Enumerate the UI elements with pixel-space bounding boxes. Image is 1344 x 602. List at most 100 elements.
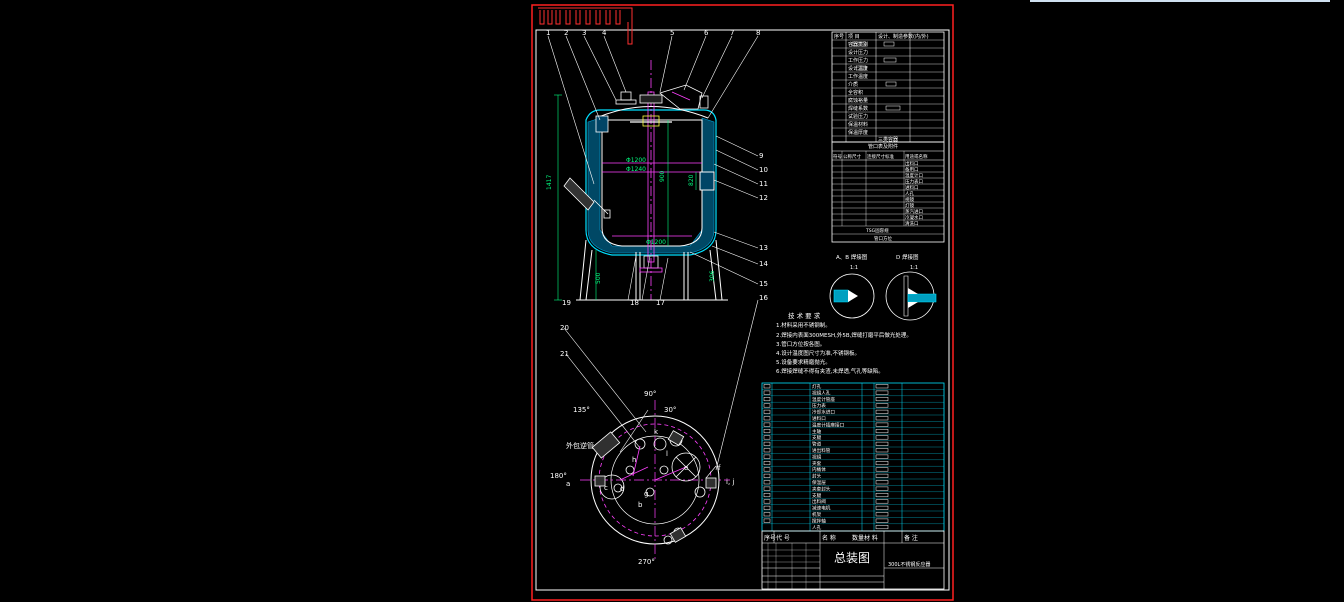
nozzle-header-symbol: 符号 <box>833 153 842 160</box>
tech-req-line-2: 2.焊接内表面300MESH,外5B,焊缝打磨平后做光处理。 <box>776 331 912 339</box>
nozzle-label-ij: i, j <box>726 478 734 486</box>
bom-row-10: 管道 <box>812 441 822 448</box>
weld-right-title: D 焊接图 <box>896 253 919 261</box>
jacket-label: 外包逆管 <box>566 441 594 450</box>
spec-footer: 三类容器 <box>878 136 898 143</box>
bom-row-13: 夹套 <box>812 460 822 467</box>
part-number-19: 19 <box>562 299 571 307</box>
nozzle-label-l: l <box>666 450 668 458</box>
motor-base <box>639 94 663 104</box>
bom-row-9: 支腿 <box>812 434 822 441</box>
sheet-inner-frame <box>535 29 950 591</box>
dim-height-total: 1417 <box>546 175 553 190</box>
dim-820: 820 <box>688 174 695 186</box>
tech-requirements: 技 术 要 求 1.材料采用不锈钢制。 2.焊接内表面300MESH,外5B,焊… <box>776 311 912 375</box>
vessel-legs <box>576 239 728 301</box>
nozzle-footer-2: 管口方位 <box>874 235 892 242</box>
weld-detail-left: A、B 焊接图 1:1 <box>829 253 875 319</box>
tech-req-line-5: 5.设备要求精磨抛光。 <box>776 358 831 366</box>
product-name: 300L不锈钢反应器 <box>888 561 930 568</box>
angle-135: 135° <box>573 406 590 414</box>
spec-row-4: 设计温度 <box>848 65 868 72</box>
nozzle-row-5: 进料口 <box>905 184 919 191</box>
part-number-8: 8 <box>756 29 760 37</box>
nozzle-table-title: 管口表及附件 <box>868 143 898 150</box>
drawing-title: 总装图 <box>834 551 870 565</box>
spec-row-12: 保温厚度 <box>848 129 868 136</box>
part-number-3: 3 <box>582 29 586 37</box>
nozzle-header-size: 公称尺寸 <box>843 153 861 160</box>
part-number-7: 7 <box>730 29 734 37</box>
spec-row-9: 焊缝系数 <box>848 105 868 112</box>
title-header-no: 序号代 号 <box>764 534 790 542</box>
tech-req-line-1: 1.材料采用不锈钢制。 <box>776 321 831 329</box>
spec-row-5: 工作温度 <box>848 73 868 80</box>
title-header-remark: 备 注 <box>904 534 918 542</box>
title-block: 序号代 号 名 称 数量材 料 备 注 总装图 300L不锈钢反应器 <box>761 530 945 590</box>
nozzle-row-11: 清洗口 <box>905 220 919 227</box>
nozzle-header-use: 用途或名称 <box>905 153 928 160</box>
angle-30: 30° <box>664 406 676 414</box>
tech-req-title: 技 术 要 求 <box>788 311 821 320</box>
dim-306: 306 <box>709 270 716 282</box>
top-head <box>595 106 709 119</box>
nozzle-header-std: 连接尺寸标准 <box>867 153 894 160</box>
bom-row-15: 封头 <box>812 473 822 480</box>
part-number-17: 17 <box>656 299 665 307</box>
sheet-outer-frame <box>531 4 954 601</box>
nozzle-label-a: a <box>566 480 570 488</box>
nozzle-footer-1: TSG固容规 <box>865 227 889 234</box>
bom-table: 灯孔 视镜人孔 温度计管座 压力表 冷却水进口 进料口 温度计插座接口 主轴 支… <box>761 382 945 532</box>
bom-row-4: 压力表 <box>812 402 826 409</box>
spec-row-8: 腐蚀裕量 <box>848 97 868 104</box>
dim-diameter-bottom: Φ1200 <box>646 239 666 246</box>
bom-row-1: 灯孔 <box>812 383 822 390</box>
nozzle-row-3: 温度计口 <box>905 172 923 179</box>
bom-row-22: 搅拌轴 <box>812 517 826 524</box>
weld-right-scale: 1:1 <box>910 265 918 271</box>
nozzle-label-f: f <box>718 464 721 472</box>
tech-req-line-6: 6.焊接焊缝不得有夹渣,未焊透,气孔等缺陷。 <box>776 367 884 375</box>
bom-row-3: 温度计管座 <box>812 396 835 403</box>
bom-row-17: 夹套封头 <box>812 485 831 492</box>
spec-header-param: 设计、制造参数(内/外) <box>878 33 929 40</box>
angle-180: 180° <box>550 472 567 480</box>
nozzle-label-h: h <box>632 456 636 464</box>
weld-left-scale: 1:1 <box>850 265 858 271</box>
plan-leader-1 <box>705 465 717 479</box>
plan-leader-2 <box>619 409 649 453</box>
bom-row-7: 温度计插座接口 <box>812 421 845 428</box>
part-number-4: 4 <box>602 29 607 37</box>
nozzle-label-d: d <box>620 485 624 493</box>
bom-row-16: 保温层 <box>812 479 826 486</box>
spec-header-item: 项 目 <box>848 34 860 40</box>
angle-90: 90° <box>644 390 656 398</box>
part-number-21: 21 <box>560 350 569 358</box>
bom-row-2: 视镜人孔 <box>812 389 831 396</box>
part-number-13: 13 <box>759 244 768 252</box>
plan-nozzles <box>599 433 706 545</box>
nozzle-label-b: b <box>638 501 643 509</box>
nozzle-row-7: 视镜 <box>905 196 914 203</box>
title-header-qty: 数量材 料 <box>852 534 878 542</box>
weld-detail-right: D 焊接图 1:1 <box>885 253 937 321</box>
nozzle-row-6: 人孔 <box>905 190 914 197</box>
bom-row-11: 进出料管 <box>812 447 831 454</box>
bom-row-8: 主轴 <box>812 428 822 435</box>
leader-lines-top <box>547 35 759 185</box>
bom-row-20: 减速电机 <box>812 505 831 512</box>
part-number-15: 15 <box>759 280 768 288</box>
part-number-20: 20 <box>560 324 569 332</box>
vertical-dimensions <box>554 94 697 301</box>
bom-row-14: 内桶体 <box>812 466 826 473</box>
hub <box>642 115 660 127</box>
outlet-flange <box>639 267 663 273</box>
title-header-name: 名 称 <box>822 534 836 542</box>
weld-left-title: A、B 焊接图 <box>836 253 868 261</box>
spec-row-1: 容器类别 <box>848 41 868 48</box>
nozzle-label-e: e <box>684 464 688 472</box>
nozzle-label-k: k <box>654 428 659 436</box>
bom-row-5: 冷却水进口 <box>812 409 835 416</box>
part-number-5: 5 <box>670 29 674 37</box>
